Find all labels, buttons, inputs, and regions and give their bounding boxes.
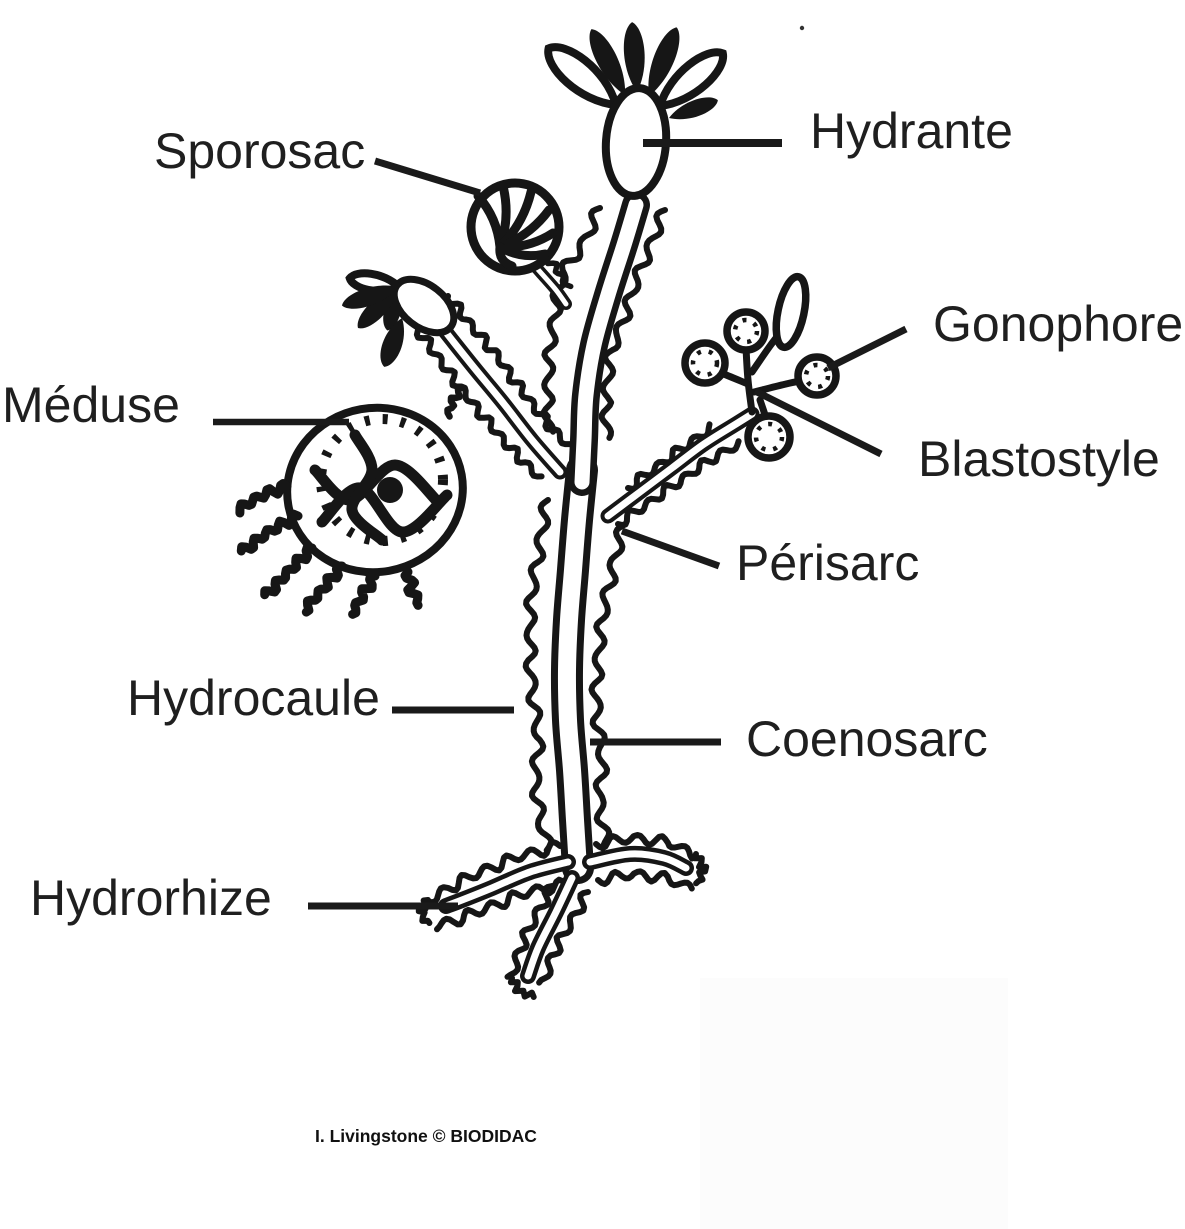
gonophore-loop bbox=[772, 272, 810, 352]
gonophore-texture bbox=[732, 317, 760, 345]
secondary-hydranth-body bbox=[390, 275, 458, 337]
medusa-tentacle bbox=[235, 479, 292, 518]
medusa-scribble bbox=[346, 429, 388, 546]
perisarc-right-upper bbox=[598, 207, 668, 441]
medusa bbox=[235, 384, 467, 619]
label-coenosarc: Coenosarc bbox=[746, 711, 988, 767]
specks bbox=[799, 25, 805, 31]
perisarc-wavy-line bbox=[424, 839, 563, 906]
hydrorhiza bbox=[415, 832, 710, 1000]
medusa-manubrium bbox=[377, 477, 403, 503]
medusa-tentacle bbox=[301, 561, 347, 617]
tentacle bbox=[380, 318, 404, 367]
gonophores bbox=[681, 272, 840, 462]
perisarc-left-lower bbox=[522, 497, 555, 854]
background-artifact bbox=[700, 978, 1008, 1229]
label-gonophore: Gonophore bbox=[933, 296, 1184, 352]
medusa-bead-ring bbox=[316, 414, 448, 546]
perisarc-left-branch-lower bbox=[413, 327, 545, 480]
perisarc-wavy-line bbox=[536, 889, 591, 986]
gonophore-texture bbox=[753, 421, 785, 453]
tentacle bbox=[669, 97, 718, 120]
label-hydrorhize: Hydrorhize bbox=[30, 870, 272, 926]
tentacle bbox=[357, 287, 399, 329]
perisarc-right-lower bbox=[588, 522, 627, 852]
blastostyle-stalk bbox=[742, 344, 756, 416]
stolon-right-lumen bbox=[586, 850, 690, 872]
stem-and-branches bbox=[422, 191, 760, 884]
sporosac-leader-line bbox=[373, 157, 482, 197]
medusa-tentacle bbox=[400, 567, 423, 610]
label-perisarc: Périsarc bbox=[736, 535, 920, 591]
medusa-tentacle bbox=[348, 571, 380, 619]
perisarc-left-upper bbox=[540, 205, 603, 435]
medusa-attachment bbox=[444, 384, 466, 420]
label-sporosac: Sporosac bbox=[154, 123, 366, 179]
credit-text: I. Livingstone © BIODIDAC bbox=[315, 1126, 537, 1146]
perisarc-wavy-line bbox=[507, 975, 537, 1000]
hydrocaule-lower-lumen bbox=[557, 461, 591, 877]
left-branch-lumen bbox=[426, 308, 564, 476]
perisarc-right-branch-lower bbox=[615, 438, 742, 528]
hydrocaule-upper-lumen bbox=[574, 197, 644, 490]
label-hydrante: Hydrante bbox=[810, 103, 1013, 159]
blastostyle-leader-line bbox=[753, 387, 883, 458]
label-hydrocaule: Hydrocaule bbox=[127, 670, 380, 726]
tentacle bbox=[341, 285, 399, 309]
secondary-hydranth bbox=[341, 269, 458, 367]
medusa-scribble bbox=[316, 482, 453, 538]
stolon-down-lumen bbox=[524, 874, 576, 980]
sporosac bbox=[466, 178, 564, 276]
sporosac-coil bbox=[495, 242, 517, 271]
ink-speck bbox=[799, 25, 805, 31]
gonophore-bud bbox=[794, 353, 840, 399]
gonophore-texture bbox=[803, 362, 831, 390]
tentacle bbox=[654, 48, 727, 111]
perisarc-leader-line bbox=[620, 527, 721, 570]
scan-artifact bbox=[700, 978, 1008, 1229]
gonophore-leader-line bbox=[826, 325, 908, 372]
leader-lines bbox=[213, 139, 908, 910]
gonophore-texture bbox=[690, 348, 720, 378]
perisarc-wavy-line bbox=[595, 868, 695, 892]
perisarc-sheath bbox=[413, 205, 742, 854]
perisarc-wavy-line bbox=[691, 851, 710, 887]
gonophore-bud bbox=[723, 308, 769, 354]
gonophore-bud bbox=[681, 339, 729, 387]
medusa-tentacle bbox=[236, 509, 303, 556]
tentacle bbox=[544, 43, 622, 110]
tentacle bbox=[623, 22, 645, 92]
tentacle bbox=[589, 29, 626, 95]
stolon-left-lumen bbox=[442, 858, 572, 910]
hydranth bbox=[544, 22, 727, 200]
perisarc-wavy-line bbox=[504, 883, 555, 980]
right-branch-lumen bbox=[604, 410, 756, 520]
tentacle bbox=[648, 27, 680, 96]
perisarc-wavy-line bbox=[593, 832, 695, 862]
medusa-tentacle bbox=[260, 543, 317, 600]
perisarc-left-branch-upper bbox=[444, 293, 578, 456]
label-meduse: Méduse bbox=[2, 377, 180, 433]
label-blastostyle: Blastostyle bbox=[918, 431, 1160, 487]
